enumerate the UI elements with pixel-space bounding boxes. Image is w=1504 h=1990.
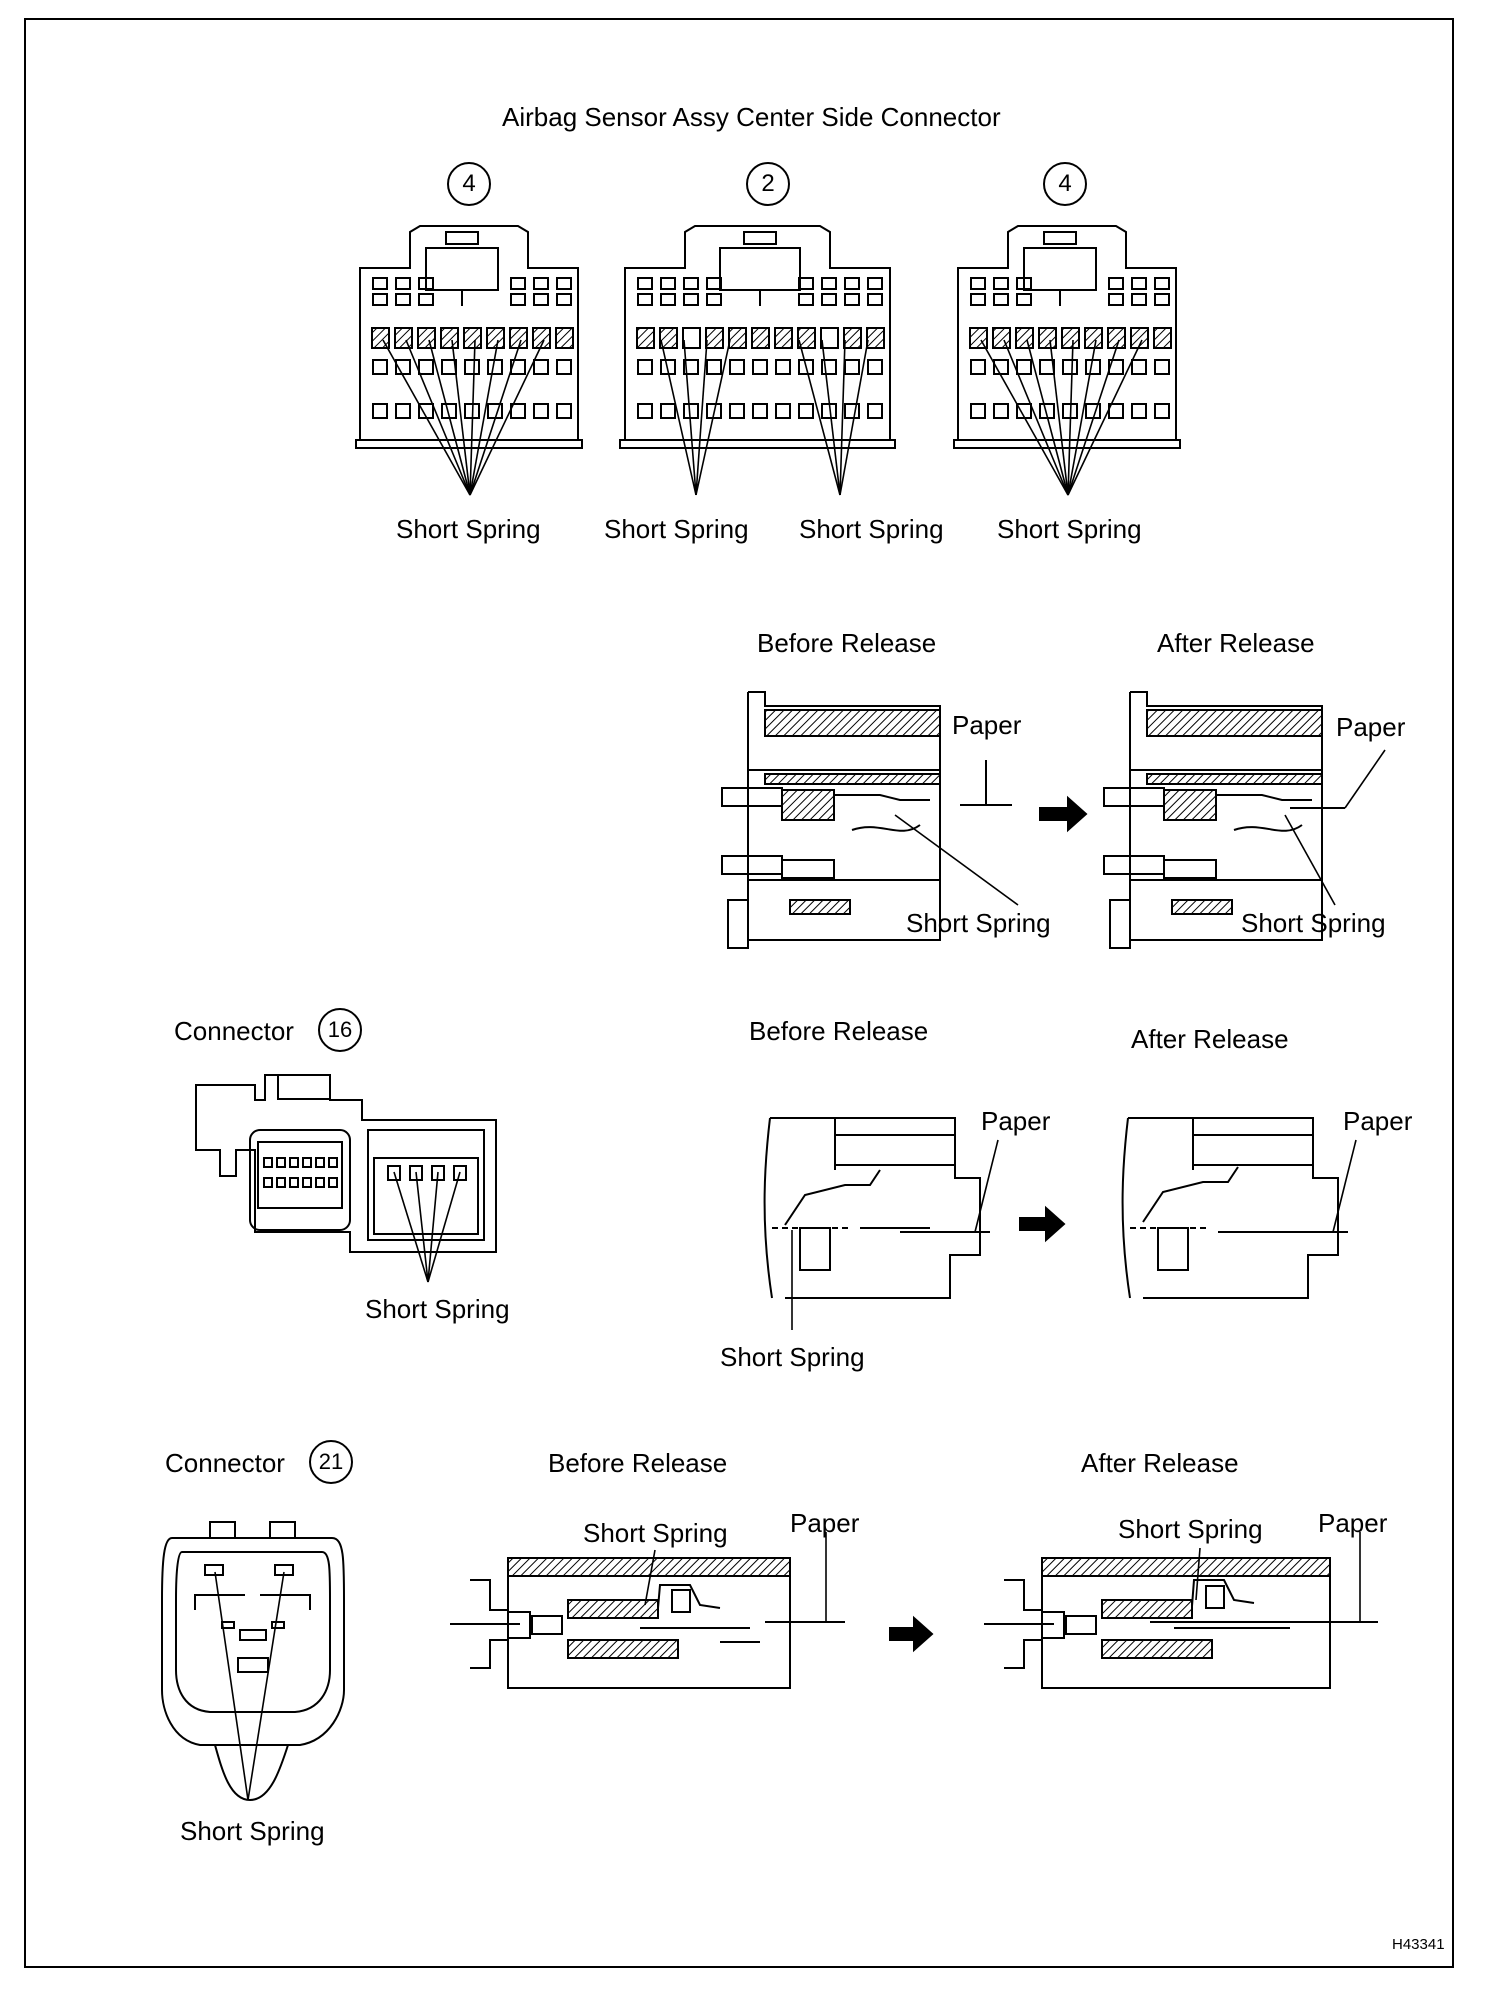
- connector16-number: 16: [318, 1008, 362, 1052]
- before-release-label-3: Before Release: [548, 1448, 728, 1478]
- short-spring-label-right: Short Spring: [997, 514, 1142, 544]
- connector16-label: Connector: [174, 1016, 294, 1046]
- figure-frame: [24, 18, 1454, 1968]
- paper-label-2b: Paper: [1343, 1106, 1413, 1136]
- before-release-label-1: Before Release: [757, 628, 937, 658]
- connector-number-middle: 2: [746, 162, 790, 206]
- diagram-title: Airbag Sensor Assy Center Side Connector: [502, 102, 1001, 132]
- release-after-section: [1103, 691, 1386, 949]
- release-arrow-2: [1019, 1205, 1066, 1243]
- short-spring-label-middle-a: Short Spring: [604, 514, 749, 544]
- paper-label-1a: Paper: [952, 710, 1022, 740]
- connector21-label: Connector: [165, 1448, 285, 1478]
- connector21-diagram: [161, 1521, 345, 1802]
- paper-label-3a: Paper: [790, 1508, 860, 1538]
- connector-number-right: 4: [1043, 162, 1087, 206]
- short-spring-label-left: Short Spring: [396, 514, 541, 544]
- paper-label-2a: Paper: [981, 1106, 1051, 1136]
- connector21-number: 21: [309, 1440, 353, 1484]
- c21-before-section: [450, 1532, 845, 1689]
- connector-left-diagram: [355, 225, 583, 449]
- paper-label-3b: Paper: [1318, 1508, 1388, 1538]
- short-spring-label-1b: Short Spring: [1241, 908, 1386, 938]
- short-spring-label-3a: Short Spring: [583, 1518, 728, 1548]
- connector16-spring-label: Short Spring: [365, 1294, 510, 1324]
- paper-label-1b: Paper: [1336, 712, 1406, 742]
- release-arrow-3: [889, 1615, 934, 1653]
- short-spring-label-middle-b: Short Spring: [799, 514, 944, 544]
- connector-number-left: 4: [447, 162, 491, 206]
- after-release-label-1: After Release: [1157, 628, 1315, 658]
- c21-after-section: [984, 1532, 1378, 1689]
- figure-code: H43341: [1392, 1936, 1445, 1953]
- after-release-label-3: After Release: [1081, 1448, 1239, 1478]
- connector16-diagram: [195, 1074, 497, 1283]
- release-before-section: [721, 691, 1019, 949]
- c16-after-section: [1121, 1117, 1357, 1299]
- after-release-label-2: After Release: [1131, 1024, 1289, 1054]
- connector-middle-diagram: [619, 225, 896, 449]
- release-arrow-1: [1039, 795, 1088, 833]
- connector-right-diagram: [953, 225, 1181, 449]
- c16-before-section: [763, 1117, 999, 1330]
- short-spring-label-2a: Short Spring: [720, 1342, 865, 1372]
- short-spring-label-3b: Short Spring: [1118, 1514, 1263, 1544]
- short-spring-label-1a: Short Spring: [906, 908, 1051, 938]
- connector21-spring-label: Short Spring: [180, 1816, 325, 1846]
- before-release-label-2: Before Release: [749, 1016, 929, 1046]
